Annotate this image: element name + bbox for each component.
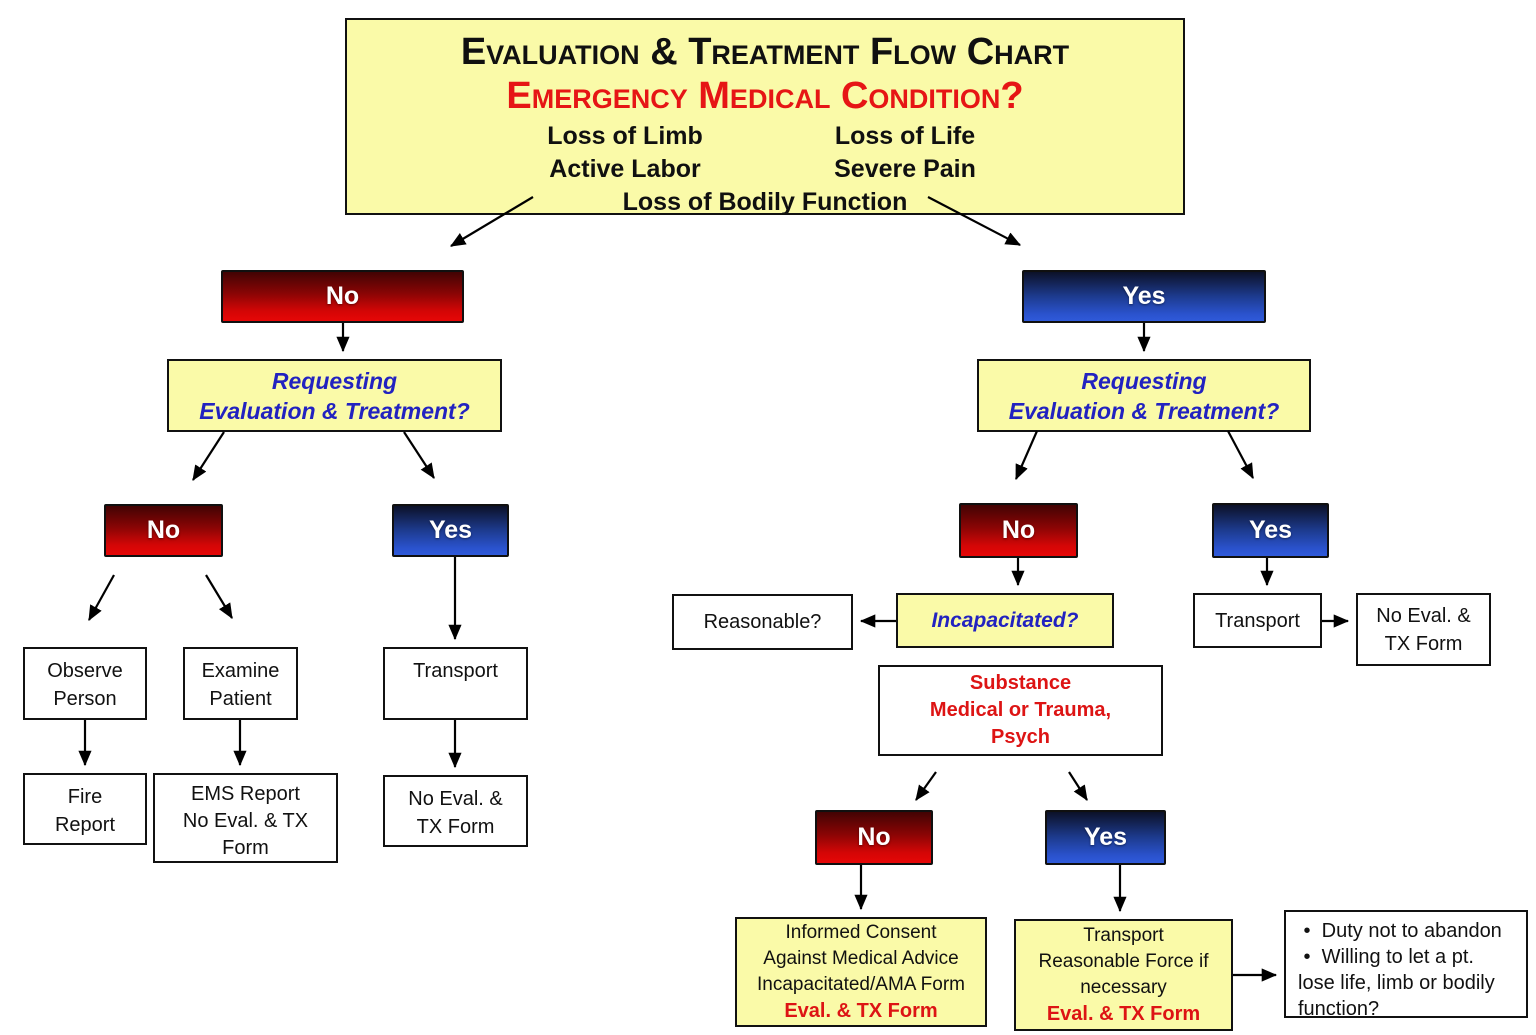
box-no-eval-right: No Eval. & TX Form <box>1356 593 1491 666</box>
fire-line1: Fire <box>67 786 103 808</box>
box-examine-patient: Examine Patient <box>183 647 298 720</box>
ems-line1: EMS Report <box>191 783 300 805</box>
box-question-right: Requesting Evaluation & Treatment? <box>977 359 1311 432</box>
substance-line3: Psych <box>991 726 1050 748</box>
informed-line3: Incapacitated/AMA Form <box>756 974 966 995</box>
box-yes-request-left: Yes <box>392 504 509 557</box>
fire-line2: Report <box>54 814 116 836</box>
condition-loss-of-limb: Loss of Limb <box>547 122 703 150</box>
examine-line2: Patient <box>209 688 272 710</box>
arrow-question-right-to-yes <box>1227 430 1254 479</box>
arrow-substance-to-yes <box>1068 771 1088 801</box>
box-no-eval-left: No Eval. & TX Form <box>383 775 528 847</box>
condition-loss-of-bodily-function: Loss of Bodily Function <box>622 188 908 216</box>
question-left-line1: Requesting <box>271 367 398 394</box>
box-question-left: Requesting Evaluation & Treatment? <box>167 359 502 432</box>
examine-line1: Examine <box>201 660 280 682</box>
no-eval-right-line2: TX Form <box>1384 632 1463 655</box>
question-right-line2: Evaluation & Treatment? <box>1008 397 1280 424</box>
box-duty-notes: • Duty not to abandon • Willing to let a… <box>1284 910 1528 1020</box>
informed-line1: Informed Consent <box>785 922 937 943</box>
emc-subtitle: Emergency Medical Condition? <box>506 75 1024 117</box>
informed-highlight: Eval. & TX Form <box>784 1000 938 1022</box>
transport-force-line3: necessary <box>1080 977 1167 998</box>
no-eval-left-line2: TX Form <box>416 816 495 838</box>
question-right-line1: Requesting <box>1081 367 1207 394</box>
arrow-no-to-observe <box>88 574 115 621</box>
box-fire-report: Fire Report <box>23 773 147 845</box>
box-no-emc: No <box>221 270 464 323</box>
emc-title-box: Evaluation & Treatment Flow Chart Emerge… <box>345 18 1185 216</box>
transport-force-line2: Reasonable Force if <box>1038 951 1209 972</box>
transport-force-line1: Transport <box>1083 925 1164 946</box>
box-yes-request-right: Yes <box>1212 503 1329 558</box>
ems-line3: Form <box>222 837 269 859</box>
arrow-question-left-to-no <box>192 431 225 481</box>
box-yes-substance: Yes <box>1045 810 1166 865</box>
arrow-substance-to-no <box>915 771 937 801</box>
arrow-question-right-to-no <box>1014 430 1039 481</box>
duty-line1: • Duty not to abandon <box>1298 920 1502 942</box>
box-incapacitated: Incapacitated? <box>896 593 1114 648</box>
emc-conditions: Loss of Limb Loss of Life Active Labor S… <box>485 120 1045 219</box>
condition-severe-pain: Severe Pain <box>834 155 976 183</box>
substance-line1: Substance <box>969 672 1072 694</box>
no-eval-left-line1: No Eval. & <box>408 788 503 810</box>
arrow-no-to-examine <box>205 574 233 619</box>
box-observe-person: Observe Person <box>23 647 147 720</box>
arrow-question-left-to-yes <box>403 431 435 479</box>
box-transport-left: Transport <box>383 647 528 720</box>
no-eval-right-line1: No Eval. & <box>1376 604 1471 627</box>
box-transport-force: Transport Reasonable Force if necessary … <box>1014 919 1233 1031</box>
box-yes-emc: Yes <box>1022 270 1266 323</box>
box-no-request-right: No <box>959 503 1078 558</box>
box-transport-right: Transport <box>1193 593 1322 648</box>
box-no-substance: No <box>815 810 933 865</box>
condition-active-labor: Active Labor <box>549 155 701 183</box>
informed-line2: Against Medical Advice <box>763 948 959 969</box>
question-left-line2: Evaluation & Treatment? <box>199 397 470 424</box>
box-no-request-left: No <box>104 504 223 557</box>
duty-line4: function? <box>1298 998 1380 1020</box>
substance-line2: Medical or Trauma, <box>929 699 1112 721</box>
transport-force-highlight: Eval. & TX Form <box>1046 1003 1201 1025</box>
box-informed-consent: Informed Consent Against Medical Advice … <box>735 917 987 1027</box>
duty-line2: • Willing to let a pt. <box>1298 946 1474 968</box>
box-substance: Substance Medical or Trauma, Psych <box>878 665 1163 756</box>
box-reasonable: Reasonable? <box>672 594 853 650</box>
observe-line2: Person <box>53 688 117 710</box>
box-ems-report: EMS Report No Eval. & TX Form <box>153 773 338 863</box>
ems-line2: No Eval. & TX <box>182 810 309 832</box>
observe-line1: Observe <box>47 660 123 682</box>
condition-loss-of-life: Loss of Life <box>834 122 976 150</box>
page-title: Evaluation & Treatment Flow Chart <box>460 31 1070 73</box>
duty-line3: lose life, limb or bodily <box>1298 972 1495 994</box>
